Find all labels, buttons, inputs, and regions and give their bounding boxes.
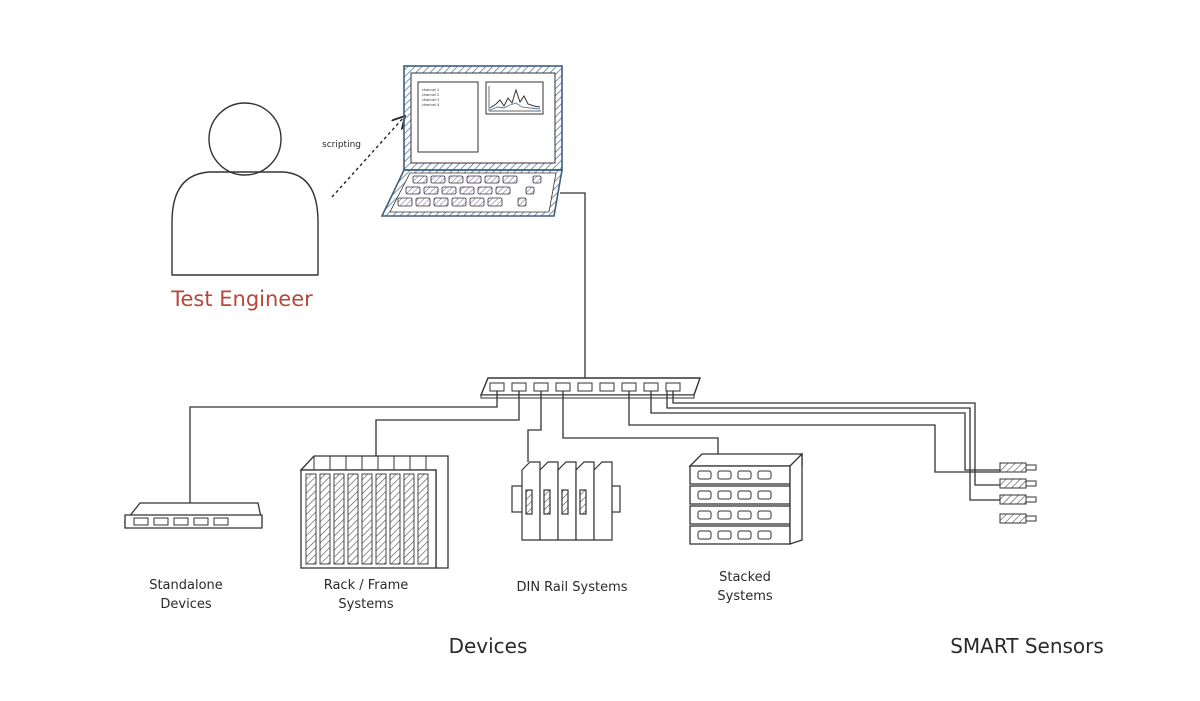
stacked-systems-icon bbox=[688, 452, 803, 545]
rack-label-line1: Rack / Frame bbox=[324, 578, 409, 593]
smart-sensor-icon bbox=[999, 494, 1037, 505]
smart-sensors-icon bbox=[999, 462, 1037, 524]
standalone-label-line2: Devices bbox=[160, 597, 211, 612]
screen-chart-icon bbox=[485, 81, 544, 115]
screen-list-item: channel 3 bbox=[422, 98, 439, 102]
screen-list-item: channel 2 bbox=[422, 93, 439, 97]
din-rail-label: DIN Rail Systems bbox=[516, 580, 627, 595]
scripting-arrow bbox=[331, 117, 404, 198]
laptop-icon: channel 1 channel 2 channel 3 channel 4 bbox=[380, 65, 563, 217]
rack-frame-icon bbox=[299, 455, 449, 569]
smart-sensor-icon bbox=[999, 462, 1037, 473]
screen-list-item: channel 1 bbox=[422, 88, 439, 92]
scripting-label: scripting bbox=[322, 140, 361, 150]
test-engineer-label: Test Engineer bbox=[170, 287, 313, 311]
network-cables bbox=[189, 391, 1000, 512]
standalone-device-icon bbox=[123, 502, 263, 529]
smart-sensors-group-label: SMART Sensors bbox=[950, 634, 1104, 658]
screen-list-panel bbox=[417, 81, 479, 153]
devices-group-label: Devices bbox=[449, 634, 528, 658]
stacked-label-line1: Stacked bbox=[719, 570, 771, 585]
screen-list-item: channel 4 bbox=[422, 103, 440, 107]
stacked-label-line2: Systems bbox=[717, 589, 772, 604]
keyboard-icon bbox=[397, 175, 542, 207]
test-engineer-icon bbox=[171, 102, 319, 276]
laptop-cable bbox=[560, 192, 586, 382]
rack-label-line2: Systems bbox=[338, 597, 393, 612]
smart-sensor-icon bbox=[999, 513, 1037, 524]
smart-sensor-icon bbox=[999, 478, 1037, 489]
din-rail-icon bbox=[511, 461, 621, 541]
standalone-label-line1: Standalone bbox=[149, 578, 223, 593]
network-switch-icon bbox=[479, 377, 701, 399]
